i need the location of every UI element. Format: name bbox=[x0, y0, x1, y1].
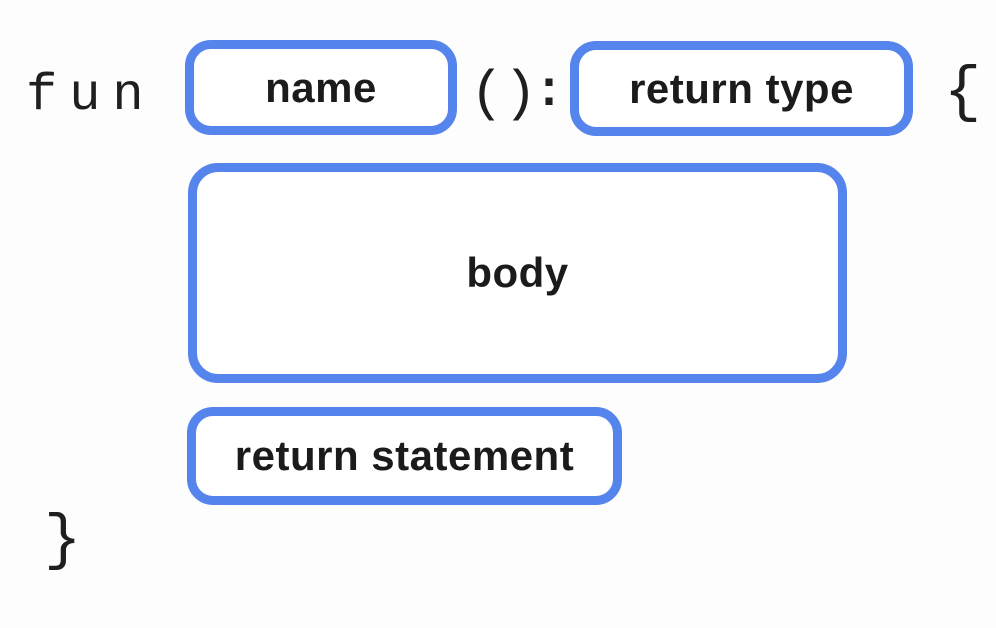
return-statement-placeholder-box: return statement bbox=[187, 407, 622, 505]
parentheses-text: () bbox=[470, 62, 538, 126]
return-statement-placeholder-label: return statement bbox=[234, 432, 575, 479]
return-type-placeholder-box: return type bbox=[570, 41, 913, 136]
open-brace-text: { bbox=[944, 57, 982, 128]
name-placeholder-label: name bbox=[265, 63, 377, 111]
body-placeholder-box: body bbox=[188, 163, 847, 383]
body-placeholder-label: body bbox=[466, 249, 569, 296]
return-type-placeholder-label: return type bbox=[629, 64, 854, 112]
colon-text: : bbox=[534, 64, 565, 121]
name-placeholder-box: name bbox=[185, 40, 457, 135]
fun-keyword-text: fun bbox=[26, 66, 156, 125]
close-brace-text: } bbox=[44, 505, 82, 576]
